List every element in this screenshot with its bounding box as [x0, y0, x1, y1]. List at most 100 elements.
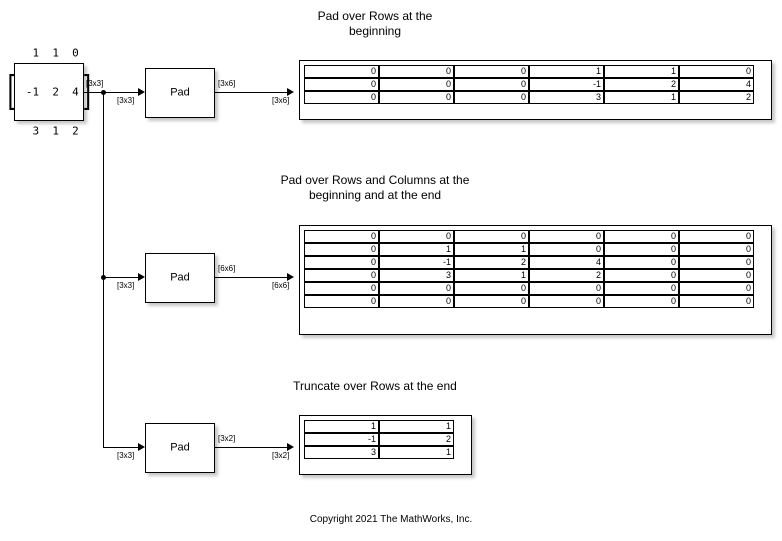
signal-label-out-pad-2-bottom: [6x6]	[272, 281, 290, 290]
constant-matrix-value: [ 1 1 0 -1 2 4 3 1 2 ]	[7, 21, 91, 164]
display-cell: 0	[679, 269, 754, 282]
display-cell: 0	[304, 282, 379, 295]
matrix-row: 3 1 2	[19, 124, 79, 138]
wire-source-out	[84, 92, 104, 93]
signal-label-in-pad-3: [3x3]	[117, 451, 135, 460]
display-cell: 1	[379, 446, 454, 459]
signal-label-in-pad-1: [3x3]	[117, 96, 135, 105]
annotation-title-branch-1: Pad over Rows at the beginning	[317, 9, 433, 38]
display-cell: 0	[454, 295, 529, 308]
display-cell: 0	[304, 269, 379, 282]
display-cell: 0	[379, 282, 454, 295]
display-cell: 4	[679, 78, 754, 91]
pad-block-2[interactable]: Pad	[145, 253, 215, 303]
signal-label-out-pad-1-bottom: [3x6]	[272, 96, 290, 105]
display-cell: 0	[679, 65, 754, 78]
arrow-in-pad-3	[138, 443, 145, 451]
display-cell: 2	[604, 78, 679, 91]
display-cell: 3	[529, 91, 604, 104]
display-cell: 0	[379, 295, 454, 308]
display-cell: 0	[604, 269, 679, 282]
display-cell: -1	[529, 78, 604, 91]
display-cell: 0	[304, 78, 379, 91]
signal-label-out-pad-3-bottom: [3x2]	[272, 451, 290, 460]
display-cell: 1	[379, 420, 454, 433]
pad-block-1[interactable]: Pad	[145, 68, 215, 118]
display-cell: 2	[454, 256, 529, 269]
display-cell: 4	[529, 256, 604, 269]
wire-out-pad-2	[215, 277, 288, 278]
display-cell: 0	[604, 256, 679, 269]
display-cell: 0	[679, 295, 754, 308]
pad-block-3-label: Pad	[170, 441, 190, 454]
wire-in-pad-1	[103, 92, 139, 93]
display-cell: 2	[379, 433, 454, 446]
display-cell: 0	[529, 243, 604, 256]
display-cell: 0	[604, 230, 679, 243]
constant-matrix-block[interactable]: [ 1 1 0 -1 2 4 3 1 2 ]	[7, 47, 91, 138]
display-cell: 0	[529, 282, 604, 295]
arrow-in-pad-1	[138, 88, 145, 96]
display-cell: -1	[379, 256, 454, 269]
arrow-out-pad-2	[287, 273, 294, 281]
display-cell: 0	[379, 78, 454, 91]
display-cell: 0	[304, 295, 379, 308]
bracket-open: [	[7, 68, 16, 115]
display-cell: 0	[679, 256, 754, 269]
display-cell: 0	[604, 243, 679, 256]
arrow-out-pad-1	[287, 88, 294, 96]
display-cell: 0	[379, 65, 454, 78]
display-cell: 0	[304, 256, 379, 269]
bracket-close: ]	[82, 72, 91, 112]
display-cell: 0	[304, 65, 379, 78]
display-cell: 0	[379, 230, 454, 243]
arrow-in-pad-2	[138, 273, 145, 281]
pad-block-2-label: Pad	[170, 271, 190, 284]
wire-out-pad-3	[215, 447, 288, 448]
display-cell: 1	[454, 269, 529, 282]
display-cell: 1	[304, 420, 379, 433]
wire-in-pad-2	[103, 277, 139, 278]
display-cell: 0	[454, 282, 529, 295]
display-cell: -1	[304, 433, 379, 446]
signal-label-in-pad-2: [3x3]	[117, 281, 135, 290]
wire-in-pad-3	[103, 447, 139, 448]
matrix-row: -1 2 4	[19, 85, 79, 99]
display-cell: 0	[454, 230, 529, 243]
display-cell: 0	[304, 230, 379, 243]
arrow-out-pad-3	[287, 443, 294, 451]
display-cell: 0	[379, 91, 454, 104]
annotation-title-branch-2: Pad over Rows and Columns at the beginni…	[280, 173, 470, 202]
display-cell: 3	[304, 446, 379, 459]
display-cell: 0	[604, 295, 679, 308]
wire-out-pad-1	[215, 92, 288, 93]
display-cell: 1	[604, 91, 679, 104]
display-cell: 1	[529, 65, 604, 78]
display-cell: 1	[604, 65, 679, 78]
matrix-rows: 1 1 0 -1 2 4 3 1 2	[19, 21, 79, 164]
display-cell: 0	[304, 91, 379, 104]
display-cell: 1	[454, 243, 529, 256]
display-cell: 2	[529, 269, 604, 282]
pad-block-1-label: Pad	[170, 86, 190, 99]
signal-label-out-pad-1-top: [3x6]	[218, 79, 236, 88]
copyright-annotation: Copyright 2021 The MathWorks, Inc.	[309, 514, 473, 525]
signal-label-out-pad-2-top: [6x6]	[218, 264, 236, 273]
pad-block-3[interactable]: Pad	[145, 423, 215, 473]
display-cell: 0	[454, 91, 529, 104]
signal-label-source: [3x3]	[86, 79, 104, 88]
